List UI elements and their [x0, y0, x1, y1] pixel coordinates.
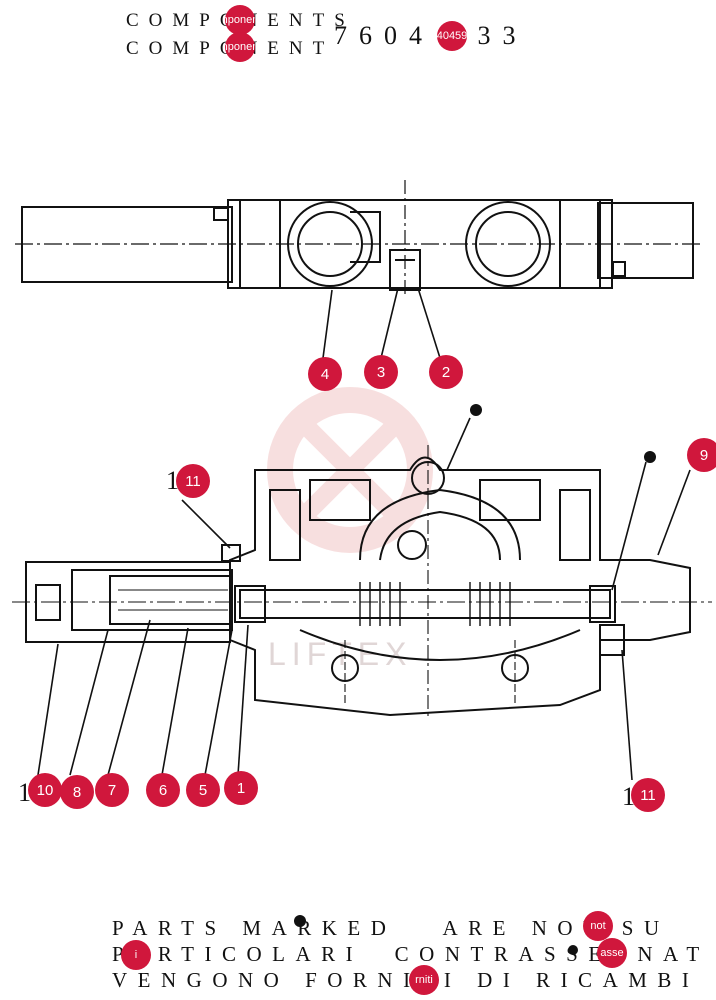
- callout-7: 7: [95, 773, 129, 807]
- callout-5: 5: [186, 773, 220, 807]
- marker-dot: [644, 451, 656, 463]
- header-badge-2: nponen: [225, 32, 255, 62]
- footer-marker-dot: [294, 915, 306, 927]
- plain-mark-left-top: 1: [166, 466, 179, 495]
- header-badge-number: 40459: [437, 21, 467, 51]
- section-view: [12, 445, 712, 720]
- callout-11-bottom: 11: [631, 778, 665, 812]
- callout-2: 2: [429, 355, 463, 389]
- footer-marker-dot: [568, 945, 578, 955]
- marker-dot: [470, 404, 482, 416]
- top-view: [15, 180, 700, 296]
- callout-4: 4: [308, 357, 342, 391]
- callout-11-top: 11: [176, 464, 210, 498]
- callout-6: 6: [146, 773, 180, 807]
- callout-9: 9: [687, 438, 716, 472]
- header-badge-1: nponen: [225, 5, 255, 35]
- plain-mark-left-bottom: 1: [18, 778, 31, 807]
- callout-1: 1: [224, 771, 258, 805]
- footer-badge-asse: asse: [597, 938, 627, 968]
- callout-3: 3: [364, 355, 398, 389]
- footer-badge-i: i: [121, 940, 151, 970]
- callout-10: 10: [28, 773, 62, 807]
- footer-badge-rniti: rniti: [409, 965, 439, 995]
- footer-line-3: VENGONO FORNITI DI RICAMBI: [112, 968, 700, 992]
- footer-line-2: PARTICOLARI CONTRASSEGNAT: [112, 942, 710, 966]
- footer-badge-not: not: [583, 911, 613, 941]
- watermark-text: LIFTEX: [268, 636, 412, 672]
- callout-8: 8: [60, 775, 94, 809]
